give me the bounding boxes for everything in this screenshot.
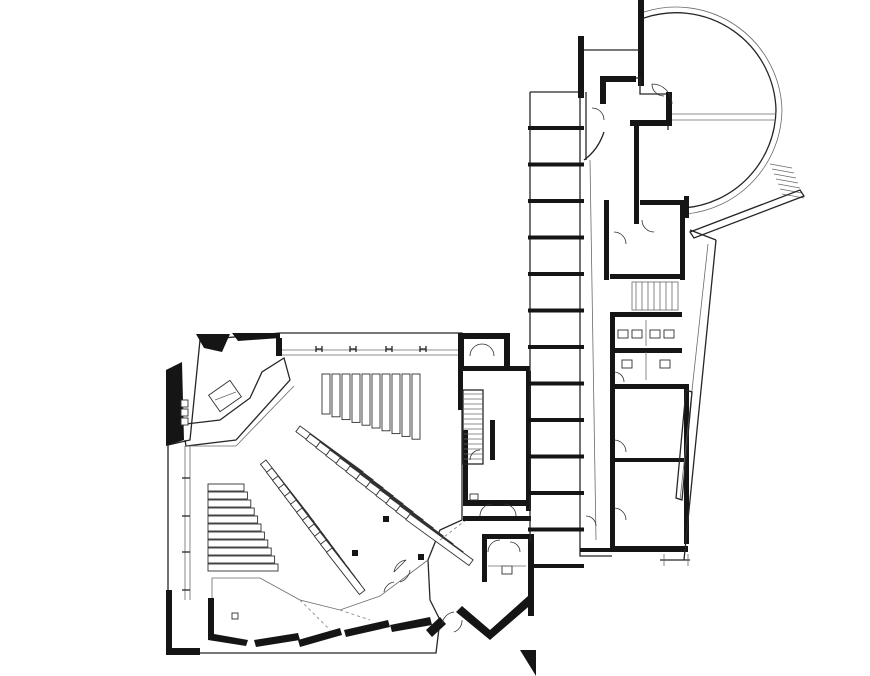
seat-row [411, 373, 421, 440]
top-window-marks [315, 346, 427, 352]
seat-row [207, 555, 276, 564]
seat-row [405, 513, 474, 567]
seat-row [331, 373, 341, 418]
corridor-bay-divider [528, 381, 584, 386]
seat-row [207, 515, 259, 524]
side-window-marks [182, 477, 190, 591]
restroom-fixtures [617, 320, 675, 380]
seating-block-mid-left [259, 459, 366, 596]
seat-row [207, 547, 272, 556]
seat-row [325, 547, 366, 596]
corridor-bay-divider [528, 491, 584, 495]
seat-row [207, 523, 262, 532]
seat-row [207, 499, 252, 508]
auditorium-wing [166, 332, 474, 655]
corridor-bay-divider [528, 272, 584, 276]
stair-tread [779, 188, 803, 194]
office-block [578, 0, 717, 566]
seat-row [381, 373, 391, 432]
lobby-doors [383, 559, 463, 633]
stair-tread [775, 178, 799, 184]
corridor-bay-divider [528, 345, 584, 349]
seat-row [361, 373, 371, 426]
seat-row [321, 373, 331, 415]
corridor-wing [528, 91, 612, 568]
stair-tread [771, 168, 795, 174]
stair-tread [769, 163, 793, 169]
small-stair [631, 281, 679, 311]
seat-row [351, 373, 361, 423]
corridor-bay-divider [528, 308, 584, 313]
corridor-bay-divider [528, 418, 584, 422]
seat-row [341, 373, 351, 421]
stair-treads [464, 393, 482, 460]
corridor-bay-divider [528, 527, 584, 532]
rotunda [643, 6, 805, 239]
seat-row [207, 531, 265, 540]
stair-tread [777, 183, 801, 189]
seating-block-rear [321, 373, 421, 440]
seat-row [401, 373, 411, 437]
seating-block-center [295, 425, 474, 567]
seat-row [391, 373, 401, 435]
seat-row [371, 373, 381, 429]
stair-core [456, 333, 536, 676]
corridor-bays [528, 126, 584, 568]
seat-row [207, 563, 279, 572]
seat-row [207, 491, 248, 500]
rotunda-exterior-stair [769, 163, 805, 199]
corridor-bay-divider [528, 454, 584, 459]
corridor-bay-divider [528, 162, 584, 167]
seat-row [207, 483, 245, 492]
corridor-bay-divider [528, 235, 584, 240]
stair-tread [773, 173, 797, 179]
corridor-bay-divider [528, 126, 584, 130]
stair-outline [631, 281, 679, 311]
corridor-bay-divider [528, 564, 584, 568]
seat-row [207, 539, 269, 548]
office-doors [585, 83, 665, 527]
corridor-bay-divider [528, 199, 584, 203]
seat-row [207, 507, 255, 516]
seating-block-left [207, 483, 279, 572]
